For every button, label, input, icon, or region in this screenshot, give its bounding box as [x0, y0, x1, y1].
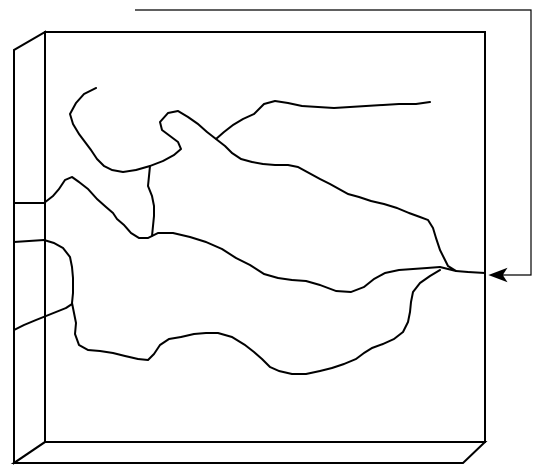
fracture-network [14, 88, 485, 374]
fracture-lower [14, 240, 440, 374]
fracture-vertical-connector [148, 166, 154, 236]
fracture-middle [14, 177, 456, 292]
fracture-left-stub [14, 304, 72, 330]
fracture-upper-main [216, 139, 485, 273]
bottom-face [14, 442, 485, 463]
left-side-face [14, 32, 45, 463]
block-outline [14, 32, 485, 463]
front-face [45, 32, 485, 442]
return-arrow [135, 10, 531, 281]
fracture-upper-left-arc [70, 88, 430, 172]
return-arrow-line [135, 10, 531, 275]
